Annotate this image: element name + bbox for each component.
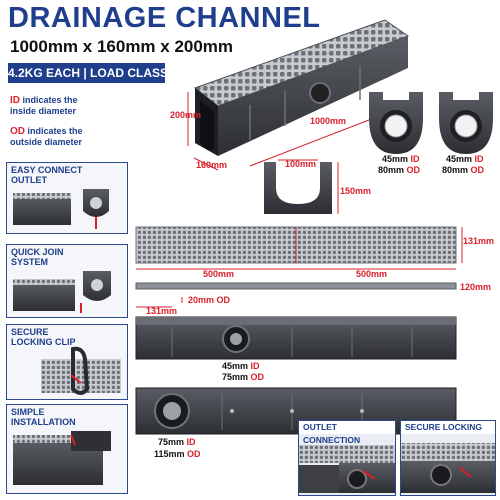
channel-length-label: 1000mm: [310, 116, 347, 126]
quick-join-illustration: [13, 271, 111, 313]
cross-section-height: 150mm: [340, 186, 372, 196]
channel-bottom-view: [135, 387, 457, 435]
cross-section-diagram: [264, 159, 339, 214]
inset-secure-locking: SECURE LOCKING: [400, 420, 496, 496]
end-cap-left-icon: [369, 92, 423, 154]
channel-width-label: 160mm: [196, 160, 228, 170]
grate-od-label: 20mm OD: [188, 295, 231, 305]
end-cap-left-od: 80mm OD: [378, 165, 421, 175]
grate-height-label: 131mm: [463, 236, 495, 246]
outlet-connection-illustration: [299, 445, 395, 493]
grate-thickness-label: 120mm: [460, 282, 492, 292]
side-od-label: 75mm OD: [222, 372, 265, 382]
end-cap-right-id: 45mm ID: [446, 154, 484, 164]
grate-half-right-label: 500mm: [356, 269, 388, 279]
secure-locking-illustration: [401, 443, 495, 493]
grate-side-view: [135, 282, 457, 308]
end-cap-left-id: 45mm ID: [382, 154, 420, 164]
grate-half-left-label: 500mm: [203, 269, 235, 279]
cross-section-width: 100mm: [285, 159, 317, 169]
easy-connect-illustration: [13, 189, 109, 229]
side-id-label: 45mm ID: [222, 361, 260, 371]
inset-outlet-connection: OUTLET CONNECTION: [298, 420, 396, 496]
id-note: ID indicates the inside diameter: [10, 95, 78, 116]
end-cap-right-od: 80mm OD: [442, 165, 485, 175]
channel-height-label: 200mm: [170, 110, 202, 120]
end-cap-right-icon: [439, 92, 493, 154]
grate-width-label: 131mm: [146, 306, 178, 316]
channel-3d-illustration: [187, 19, 410, 171]
grate-top-view: [135, 226, 463, 270]
locking-clip-illustration: [41, 346, 121, 395]
channel-side-view: [135, 316, 457, 360]
product-dimensions: 1000mm x 160mm x 200mm: [10, 37, 234, 56]
bottom-id-label: 75mm ID: [158, 437, 196, 447]
page-title: DRAINAGE CHANNEL: [8, 2, 321, 34]
installation-illustration: [13, 431, 111, 485]
od-note: OD indicates the outside diameter: [10, 126, 83, 147]
weight-load-badge: 4.2KG EACH | LOAD CLASS A: [8, 63, 180, 83]
bottom-od-label: 115mm OD: [154, 449, 201, 459]
